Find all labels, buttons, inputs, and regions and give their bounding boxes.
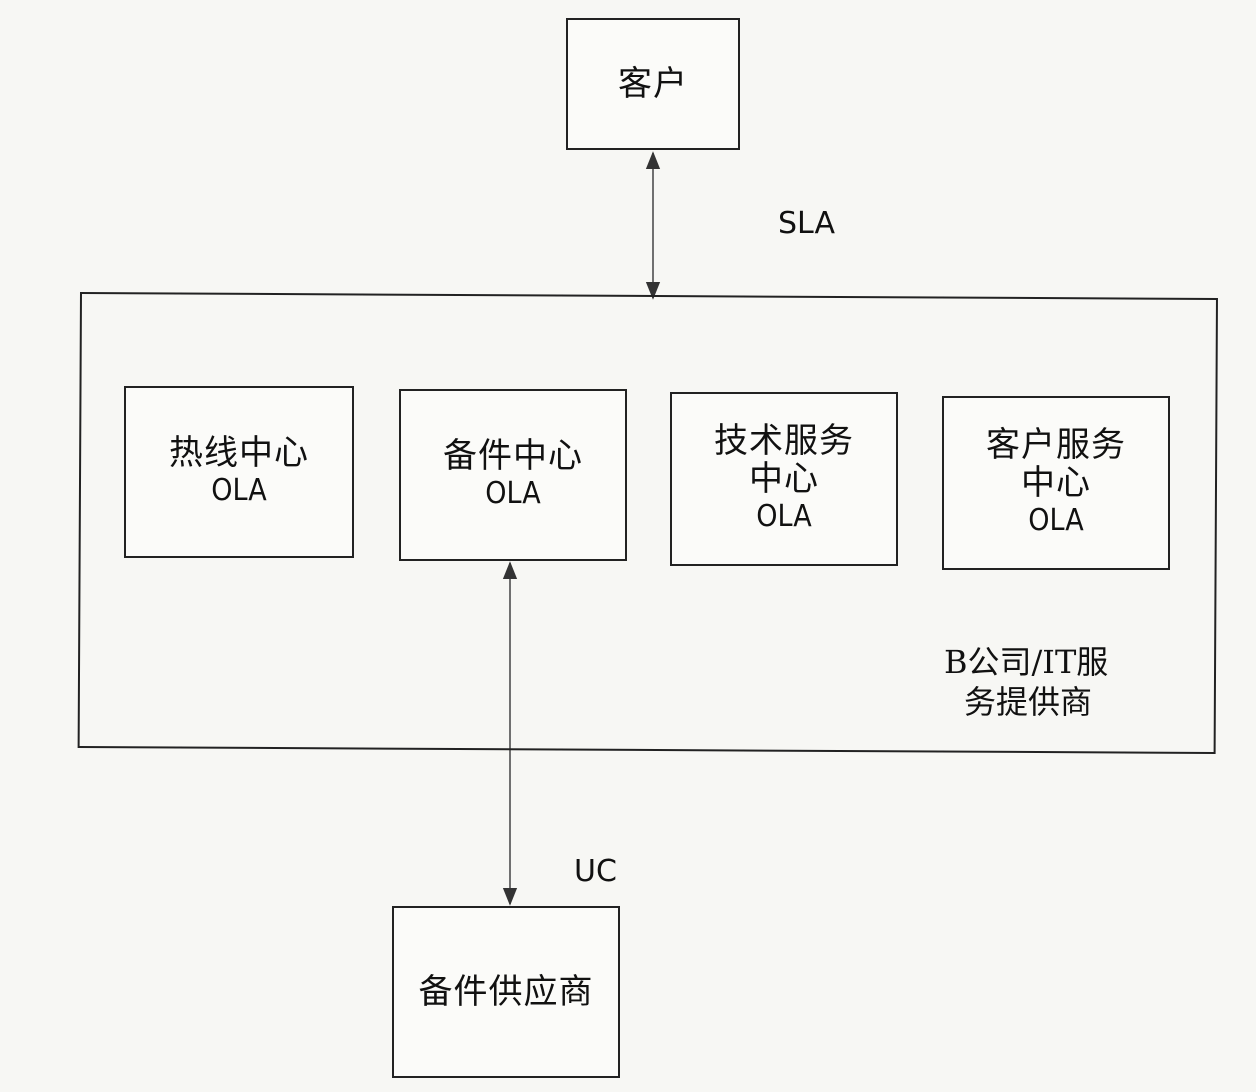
customer-label: 客户: [618, 64, 688, 104]
tech-service-name-line2: 中心: [749, 459, 819, 499]
provider-label-line1: B公司/IT服: [944, 643, 1109, 681]
tech-service-name-line1: 技术服务: [714, 421, 854, 461]
spare-parts-center-ola: OLA: [485, 476, 541, 511]
customer-service-name-line1: 客户服务: [986, 425, 1126, 465]
spare-parts-center-box: 备件中心 OLA: [399, 389, 627, 561]
tech-service-box: 技术服务 中心 OLA: [670, 392, 898, 566]
hotline-ola: OLA: [211, 473, 267, 508]
customer-service-box: 客户服务 中心 OLA: [942, 396, 1170, 570]
supplier-label: 备件供应商: [418, 972, 594, 1012]
hotline-name: 热线中心: [169, 433, 309, 473]
supplier-box: 备件供应商: [392, 906, 620, 1078]
customer-box: 客户: [566, 18, 740, 150]
customer-service-ola: OLA: [1028, 503, 1084, 538]
customer-service-name-line2: 中心: [1021, 463, 1091, 503]
sla-label: SLA: [778, 206, 835, 241]
provider-label-line2: 务提供商: [964, 683, 1093, 721]
hotline-box: 热线中心 OLA: [124, 386, 354, 558]
uc-label: UC: [574, 854, 617, 889]
spare-parts-center-name: 备件中心: [443, 436, 583, 476]
tech-service-ola: OLA: [756, 499, 812, 534]
provider-label: B公司/IT服 务提供商: [944, 642, 1108, 722]
